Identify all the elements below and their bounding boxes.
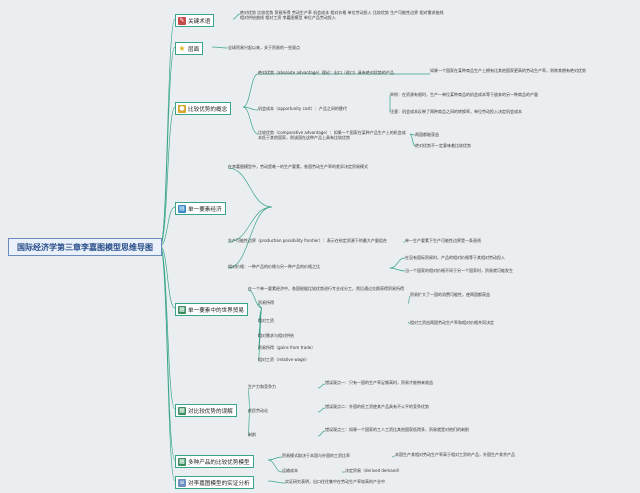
- relative-demand-label: 相对需求与相对供给: [258, 333, 294, 338]
- absolute-advantage-label: 绝对优势（absolute advantage）理论：出口（进口）具有绝对优势的…: [258, 70, 394, 75]
- branch-label: 层面: [188, 46, 200, 53]
- gains-from-trade-label: 贸易所得（gains from trade）: [258, 345, 316, 350]
- document-icon: ≡: [178, 478, 186, 487]
- branch-level[interactable]: ★ 层面: [175, 42, 204, 55]
- lightbulb-icon: ●: [178, 104, 186, 113]
- relative-wage-label: 相对工资: [258, 318, 274, 323]
- notebook-icon: ▦: [178, 457, 186, 466]
- branch-label: 比较优势的概念: [188, 106, 228, 113]
- relative-price-note: 在没有国际贸易时，产品的相对价格等于其相对劳动投入: [405, 255, 505, 260]
- relative-price-note-2: 当一个国家的相对价格不同于另一个国家时，贸易就可能发生: [405, 268, 513, 273]
- productivity-label: 生产力和竞争力: [248, 384, 276, 389]
- branch-comparative-advantage[interactable]: ● 比较优势的概念: [175, 102, 232, 115]
- comparative-advantage-label: 比较优势（comparative advantage）：如果一个国家在某种产品生…: [258, 130, 406, 141]
- relative-wage-def-label: 相对工资（relative wage）: [258, 357, 310, 362]
- comparative-advantage-note-2: 绝对优势不一定意味着比较优势: [415, 143, 471, 148]
- clipboard-icon: ▤: [178, 204, 186, 213]
- notebook-icon: ▦: [178, 305, 186, 314]
- branch-label: 单一要素经济: [188, 206, 222, 213]
- branch-world-trade[interactable]: ▦ 单一要素中的世界贸易: [175, 303, 248, 316]
- branch-label: 多种产品的比较优势模型: [188, 459, 250, 466]
- branch-misconceptions[interactable]: ▦ 对比较优势的误解: [175, 404, 237, 417]
- productivity-note: 错误观点一：只有一国的生产率足够高时，贸易才能带来收益: [325, 380, 433, 385]
- branch-empirical[interactable]: ≡ 对李嘉图模型的实证分析: [175, 476, 254, 489]
- gains-note: 贸易扩大了一国的消费可能性，使两国都获益: [410, 292, 490, 297]
- single-factor-note: 在李嘉图模型中，劳动是唯一的生产要素，各国劳动生产率的差异决定贸易模式: [228, 164, 368, 169]
- notebook-icon: ▦: [178, 406, 186, 415]
- pauper-labor-note: 错误观点二：外国的低工资使其产品具有不公平的竞争优势: [325, 404, 429, 409]
- opportunity-cost-note: 举例：在资源有限时，生产一单位某种商品的机会成本等于放弃的另一种商品的产量: [390, 92, 538, 97]
- branch-label: 对比较优势的误解: [188, 408, 233, 415]
- branch-multi-product[interactable]: ▦ 多种产品的比较优势模型: [175, 455, 254, 468]
- branch-single-factor-economy[interactable]: ▤ 单一要素经济: [175, 202, 226, 215]
- branch-key-terms[interactable]: ✎ 关键术语: [175, 14, 215, 27]
- ppf-label: 生产可能性边界（production possibility frontier）…: [228, 238, 387, 243]
- gains-label: 贸易所得: [258, 300, 274, 305]
- relative-wage-note: 相对工资由两国劳动生产率和相对价格共同决定: [410, 320, 494, 325]
- opportunity-cost-note-2: 注意：机会成本反映了两种商品之间的转换率，单位劳动投入决定机会成本: [390, 109, 522, 114]
- exploitation-label: 剥削: [248, 432, 256, 437]
- ppf-note: 单一生产要素下生产可能性边界是一条直线: [405, 238, 481, 243]
- world-trade-note: 在一个单一要素经济中，各国根据比较优势进行专业化分工，然后通过交换获得贸易所得: [248, 286, 404, 291]
- exploitation-note: 错误观点三：如果一个国家的工人工资比其他国家低得多，贸易就是对他们的剥削: [325, 427, 469, 432]
- level-note: 全球贸易兴起以来，关于贸易的一些观点: [228, 45, 300, 50]
- pauper-labor-label: 贫民劳动论: [248, 408, 268, 413]
- star-icon: ★: [178, 43, 186, 53]
- opportunity-cost-label: 机会成本（opportunity cost）：产品之间的替代: [258, 106, 347, 111]
- transport-cost-note: 决定贸易（derived demand）: [345, 468, 402, 473]
- wage-ratio-label: 贸易模式取决于本国与外国的工资比率: [282, 453, 350, 458]
- branch-label: 单一要素中的世界贸易: [188, 307, 244, 314]
- root-topic[interactable]: 国际经济学第三章李嘉图模型思维导图: [8, 238, 162, 256]
- branch-label: 对李嘉图模型的实证分析: [188, 480, 250, 487]
- absolute-advantage-note: 如果一个国家在某种商品生产上拥有比其他国家更高的劳动生产率，则称其拥有绝对优势: [430, 68, 586, 73]
- relative-price-label: 相对价格：一种产品的价格与另一种产品的价格之比: [228, 264, 320, 269]
- key-terms-note: 绝对优势 比较优势 贸易所得 劳动生产率 机会成本 相对价格 单位劳动投入 比较…: [240, 10, 444, 21]
- transport-cost-label: 运输成本: [282, 468, 298, 473]
- tag-icon: ✎: [178, 16, 186, 25]
- branch-label: 关键术语: [188, 18, 211, 25]
- comparative-advantage-note: 两国都能获益: [415, 132, 439, 137]
- wage-ratio-note: 本国生产其相对劳动生产率高于相对工资的产品，外国生产其余产品: [395, 452, 515, 457]
- empirical-note: 实证研究表明，出口往往集中在劳动生产率较高的产业中: [285, 479, 385, 484]
